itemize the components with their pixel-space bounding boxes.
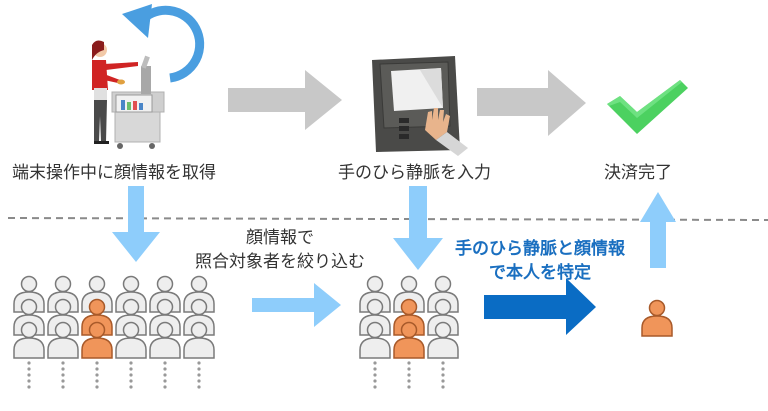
more-people-indicator [163,385,167,389]
step-label-payment-done: 決済完了 [604,163,672,183]
more-people-indicator [95,379,99,383]
more-people-indicator [129,367,133,371]
more-people-indicator [197,379,201,383]
more-people-indicator [163,373,167,377]
narrow-step-label: 顔情報で 照合対象者を絞り込む [180,226,380,274]
more-people-indicator [373,385,377,389]
more-people-indicator [373,379,377,383]
more-people-indicator [407,373,411,377]
person-icon [183,321,215,359]
narrow-step-label-line1: 顔情報で [246,228,314,248]
identify-label: 手のひら静脈と顔情報 で本人を特定 [440,237,640,285]
more-people-indicator [441,379,445,383]
more-people-indicator [95,367,99,371]
more-people-indicator [129,385,133,389]
more-people-indicator [373,373,377,377]
more-people-indicator [27,367,31,371]
more-people-indicator [27,373,31,377]
more-people-indicator [95,361,99,365]
more-people-indicator [27,379,31,383]
person-icon [115,321,147,359]
more-people-indicator [373,361,377,365]
more-people-indicator [163,367,167,371]
more-people-indicator [61,361,65,365]
more-people-indicator [197,385,201,389]
more-people-indicator [61,379,65,383]
identify-label-line2: で本人を特定 [489,263,591,283]
person-icon [47,321,79,359]
more-people-indicator [129,379,133,383]
more-people-indicator [373,367,377,371]
more-people-indicator [197,373,201,377]
person-icon [149,321,181,359]
more-people-indicator [407,379,411,383]
more-people-indicator [61,373,65,377]
identify-label-line1: 手のひら静脈と顔情報 [455,239,625,259]
person-icon [359,321,391,359]
highlighted-person-icon [81,321,113,359]
more-people-indicator [95,373,99,377]
highlighted-person-icon [393,321,425,359]
more-people-indicator [129,361,133,365]
more-people-indicator [441,385,445,389]
step-label-palm-input: 手のひら静脈を入力 [338,163,491,183]
more-people-indicator [163,379,167,383]
narrow-step-label-line2: 照合対象者を絞り込む [195,252,365,272]
person-icon [427,321,459,359]
more-people-indicator [129,373,133,377]
more-people-indicator [61,367,65,371]
step-label-face-capture: 端末操作中に顔情報を取得 [12,163,216,183]
more-people-indicator [197,361,201,365]
more-people-indicator [27,361,31,365]
identified-person-icon [641,299,673,337]
more-people-indicator [441,361,445,365]
more-people-indicator [197,367,201,371]
more-people-indicator [407,367,411,371]
more-people-indicator [441,367,445,371]
more-people-indicator [95,385,99,389]
more-people-indicator [27,385,31,389]
more-people-indicator [407,361,411,365]
more-people-indicator [61,385,65,389]
more-people-indicator [441,373,445,377]
person-icon [13,321,45,359]
more-people-indicator [163,361,167,365]
more-people-indicator [407,385,411,389]
